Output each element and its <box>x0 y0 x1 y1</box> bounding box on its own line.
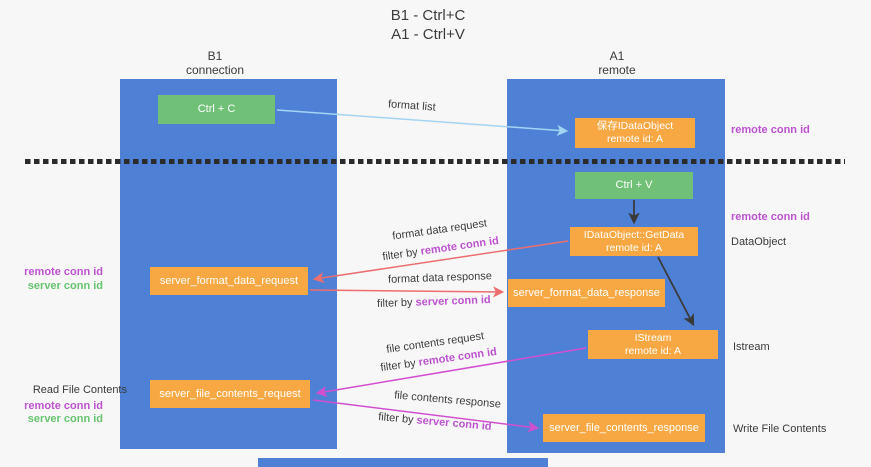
column-a1-subtitle: remote <box>598 63 636 77</box>
column-a1-title: A1 <box>609 49 625 63</box>
filter-by-text: filter by <box>381 246 419 264</box>
file-contents-response-label: file contents response <box>393 389 502 411</box>
getdata-line1: IDataObject::GetData <box>583 228 685 241</box>
server-file-contents-request-box: server_file_contents_request <box>150 380 310 408</box>
save-idataobject-line1: 保存IDataObject <box>596 120 674 132</box>
format-list-arrow-label: format list <box>387 98 437 114</box>
bottom-partial-box <box>258 458 548 467</box>
istream-annotation: Istream <box>733 341 770 353</box>
ctrl-c-label: Ctrl + C <box>197 103 236 115</box>
left-server-conn-id-annotation-2: server conn id <box>27 413 103 425</box>
server-format-data-response-box: server_format_data_response <box>508 279 665 307</box>
ctrl-v-box: Ctrl + V <box>575 172 693 199</box>
format-request-label: server_format_data_request <box>159 274 299 287</box>
column-header-b1: B1 connection <box>150 49 280 77</box>
ctrl-v-label: Ctrl + V <box>615 179 653 191</box>
server-file-contents-response-box: server_file_contents_response <box>543 414 705 442</box>
istream-line1: IStream <box>634 331 672 344</box>
remote-conn-id-annotation-mid: remote conn id <box>731 211 810 223</box>
dashed-separator-line <box>25 159 845 164</box>
column-b1-title: B1 <box>207 49 223 63</box>
left-remote-conn-id-annotation-1: remote conn id <box>24 266 103 278</box>
filter-by-text: filter by <box>376 296 413 310</box>
column-b1-subtitle: connection <box>185 63 245 77</box>
title-line-2: A1 - Ctrl+V <box>391 26 465 43</box>
title-line-1: B1 - Ctrl+C <box>390 7 466 24</box>
getdata-line2: remote id: A <box>605 241 663 254</box>
istream-box: IStream remote id: A <box>588 330 718 359</box>
remote-conn-id-text: remote conn id <box>419 234 500 258</box>
write-file-contents-annotation: Write File Contents <box>733 423 827 435</box>
save-idataobject-line2: remote id: A <box>606 133 664 145</box>
file-request-label: server_file_contents_request <box>159 387 301 400</box>
remote-conn-id-annotation-top: remote conn id <box>731 124 810 136</box>
dataobject-annotation: DataObject <box>731 236 787 248</box>
column-header-a1: A1 remote <box>552 49 682 77</box>
server-format-data-request-box: server_format_data_request <box>150 267 308 295</box>
left-remote-conn-id-annotation-2: remote conn id <box>24 400 103 412</box>
diagram-title: B1 - Ctrl+C A1 - Ctrl+V <box>298 6 558 44</box>
filter-by-text: filter by <box>379 357 417 375</box>
format-data-response-label: format data response <box>387 270 493 286</box>
file-response-label: server_file_contents_response <box>549 421 699 434</box>
save-idataobject-box: 保存IDataObject remote id: A <box>575 118 695 148</box>
idataobject-getdata-box: IDataObject::GetData remote id: A <box>570 227 698 256</box>
read-file-contents-annotation: Read File Contents <box>32 384 127 396</box>
istream-line2: remote id: A <box>624 344 682 357</box>
format-response-label: server_format_data_response <box>513 286 660 299</box>
format-request-to-response-arrow <box>309 286 505 298</box>
server-conn-id-text: server conn id <box>416 414 492 433</box>
left-server-conn-id-annotation-1: server conn id <box>27 280 103 292</box>
ctrl-c-box: Ctrl + C <box>158 95 275 124</box>
filter-by-text: filter by <box>377 411 415 427</box>
server-conn-id-text: server conn id <box>415 294 491 309</box>
